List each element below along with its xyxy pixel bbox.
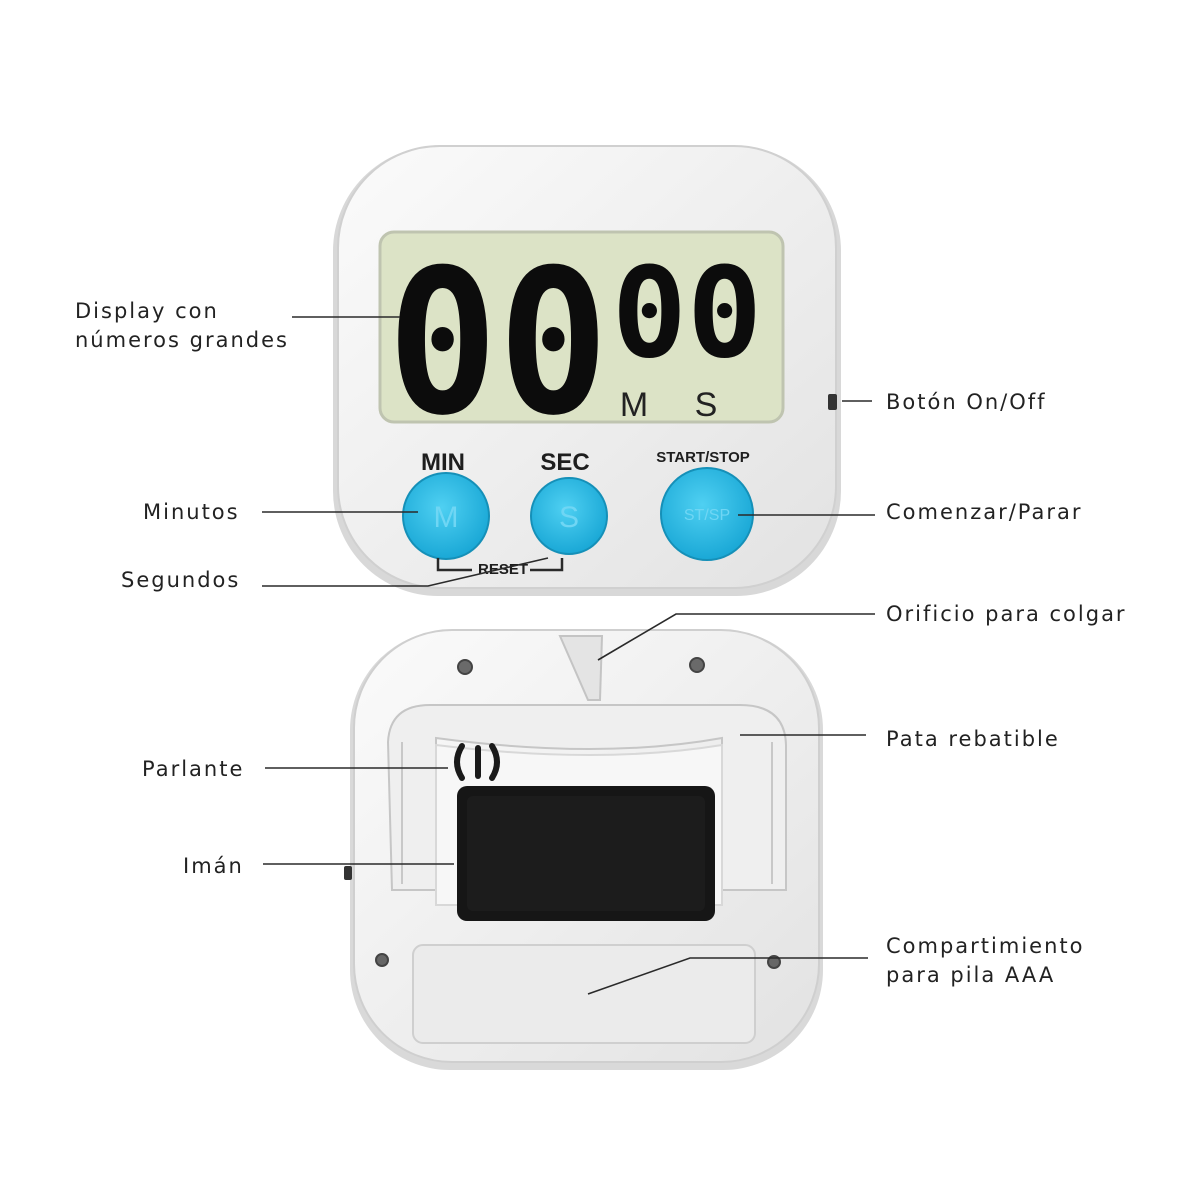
callout-magnet-text: Imán	[183, 854, 244, 878]
callout-minutes-text: Minutos	[143, 500, 240, 524]
screw-icon	[689, 657, 705, 673]
lcd-seconds: 00	[612, 241, 763, 386]
sec-button-label: SEC	[540, 449, 589, 476]
min-button-face: M	[434, 501, 459, 534]
callout-hang-hole-text: Orificio para colgar	[886, 602, 1127, 626]
callout-lines	[262, 316, 875, 995]
start-stop-button[interactable]: ST/SP	[660, 467, 754, 561]
callout-start-stop: Comenzar/Parar	[886, 498, 1083, 527]
callout-magnet: Imán	[183, 852, 244, 881]
callout-battery-line1: Compartimiento	[886, 934, 1085, 958]
on-off-switch[interactable]	[828, 394, 837, 410]
timer-back	[344, 629, 823, 1070]
callout-stand: Pata rebatible	[886, 725, 1060, 754]
callout-on-off-text: Botón On/Off	[886, 390, 1047, 414]
hang-hole	[558, 635, 604, 701]
lcd-minutes: 00	[387, 228, 609, 460]
callout-minutes: Minutos	[143, 498, 240, 527]
speaker-icon	[454, 743, 500, 781]
sec-button-face: S	[559, 501, 579, 534]
callout-display: Display con números grandes	[75, 297, 289, 355]
callout-seconds-text: Segundos	[121, 568, 241, 592]
timer-front: 00 00 M S MIN SEC START/STOP M S ST/SP R…	[333, 145, 841, 596]
callout-start-stop-text: Comenzar/Parar	[886, 500, 1083, 524]
min-button[interactable]: M	[402, 472, 490, 560]
callout-battery: Compartimiento para pila AAA	[886, 932, 1084, 990]
callout-hang-hole: Orificio para colgar	[886, 600, 1127, 629]
screw-icon	[457, 659, 473, 675]
battery-compartment[interactable]	[412, 944, 756, 1044]
folding-stand[interactable]	[386, 704, 787, 891]
start-stop-button-face: ST/SP	[684, 507, 730, 524]
start-stop-button-label: START/STOP	[656, 449, 750, 466]
screw-icon	[767, 955, 781, 969]
callout-stand-text: Pata rebatible	[886, 727, 1060, 751]
callout-battery-line2: para pila AAA	[886, 963, 1056, 987]
reset-label: RESET	[478, 561, 528, 578]
lcd-display	[378, 230, 785, 424]
screw-icon	[375, 953, 389, 967]
min-button-label: MIN	[421, 449, 465, 476]
callout-speaker: Parlante	[142, 755, 244, 784]
lcd-unit-minutes: M	[620, 386, 648, 424]
callout-display-line2: números grandes	[75, 328, 289, 352]
callout-on-off: Botón On/Off	[886, 388, 1047, 417]
lcd-unit-seconds: S	[695, 386, 718, 424]
callout-display-line1: Display con	[75, 299, 219, 323]
callout-seconds: Segundos	[121, 566, 240, 595]
callout-speaker-text: Parlante	[142, 757, 245, 781]
sec-button[interactable]: S	[530, 477, 608, 555]
